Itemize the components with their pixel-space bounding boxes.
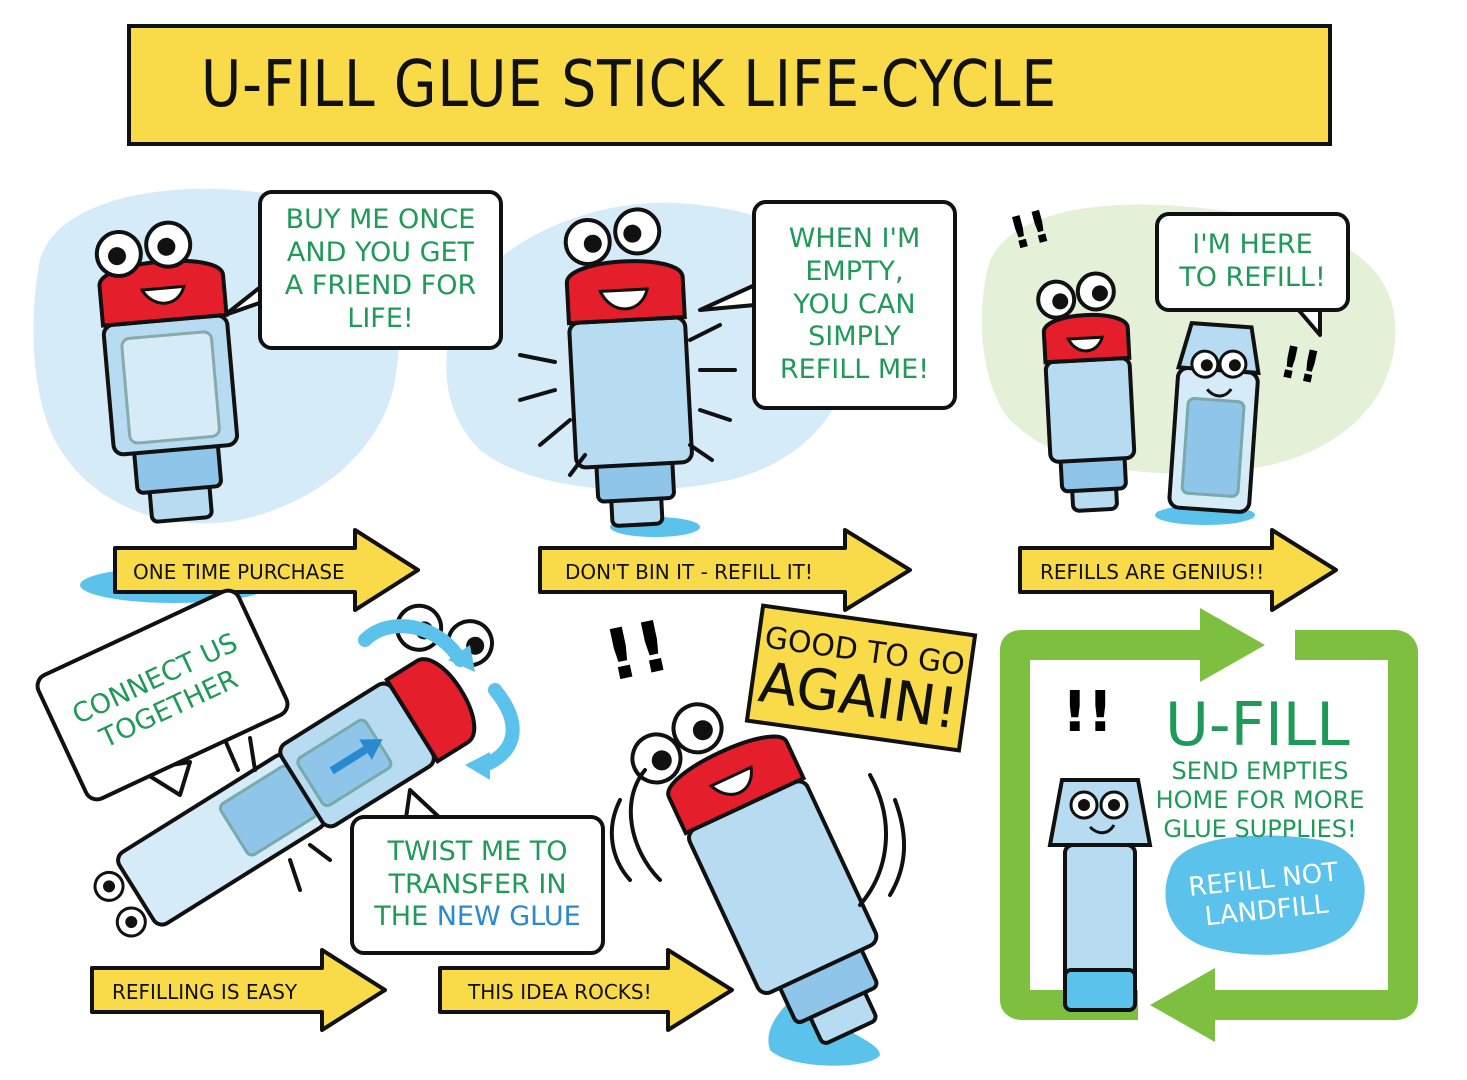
speech-bubble-1: BUY ME ONCE AND YOU GET A FRIEND FOR LIF… [258, 190, 503, 350]
speech-bubble-2: WHEN I'M EMPTY, YOU CAN SIMPLY REFILL ME… [752, 200, 957, 410]
page-title: U-FILL GLUE STICK LIFE-CYCLE [201, 48, 1058, 122]
arrow-1 [113, 528, 420, 612]
arrow-5 [438, 948, 734, 1032]
speech-highlight: NEW GLUE [436, 901, 581, 933]
refill-cartridge-6 [1047, 778, 1153, 1012]
speech-bubble-5: TWIST ME TO TRANSFER IN THE NEW GLUE [350, 815, 605, 955]
refill-badge-shape [1165, 835, 1365, 955]
speech-text-2: WHEN I'M EMPTY, YOU CAN SIMPLY REFILL ME… [779, 222, 930, 386]
arrow-label-2: DON'T BIN IT - REFILL IT! [565, 560, 813, 584]
speech-bubble-3: I'M HERE TO REFILL! [1155, 212, 1350, 312]
refill-cartridge-3 [1167, 321, 1261, 514]
exclaim-6: !! [1062, 680, 1114, 745]
ufill-heading: U-FILL [1165, 690, 1350, 760]
ufill-text: SEND EMPTIES HOME FOR MORE GLUE SUPPLIES… [1155, 757, 1365, 843]
speech-text-3: I'M HERE TO REFILL! [1179, 229, 1326, 293]
ufill-recycle-frame [1000, 608, 1418, 1042]
arrow-label-5: THIS IDEA ROCKS! [468, 980, 652, 1004]
title-banner: U-FILL GLUE STICK LIFE-CYCLE [127, 24, 1332, 146]
arrow-label-4: REFILLING IS EASY [112, 980, 298, 1004]
arrow-3 [1018, 528, 1338, 612]
motion-lines-4 [223, 736, 332, 892]
glue-stick-1 [94, 220, 240, 524]
motion-lines-5 [609, 768, 906, 907]
arrow-label-3: REFILLS ARE GENIUS!! [1040, 560, 1265, 584]
rotate-arrow-bottom [478, 683, 520, 772]
arrow-2 [538, 528, 912, 612]
speech-text-5: TWIST ME TO TRANSFER IN THE NEW GLUE [374, 835, 581, 933]
speech-text-1: BUY ME ONCE AND YOU GET A FRIEND FOR LIF… [284, 204, 477, 334]
arrow-label-1: ONE TIME PURCHASE [133, 560, 345, 584]
glue-stick-2 [563, 207, 694, 528]
arrow-4 [90, 948, 387, 1032]
motion-lines-2 [518, 323, 737, 477]
glue-stick-3a [1036, 271, 1137, 513]
rotate-arrow-top [358, 619, 467, 667]
